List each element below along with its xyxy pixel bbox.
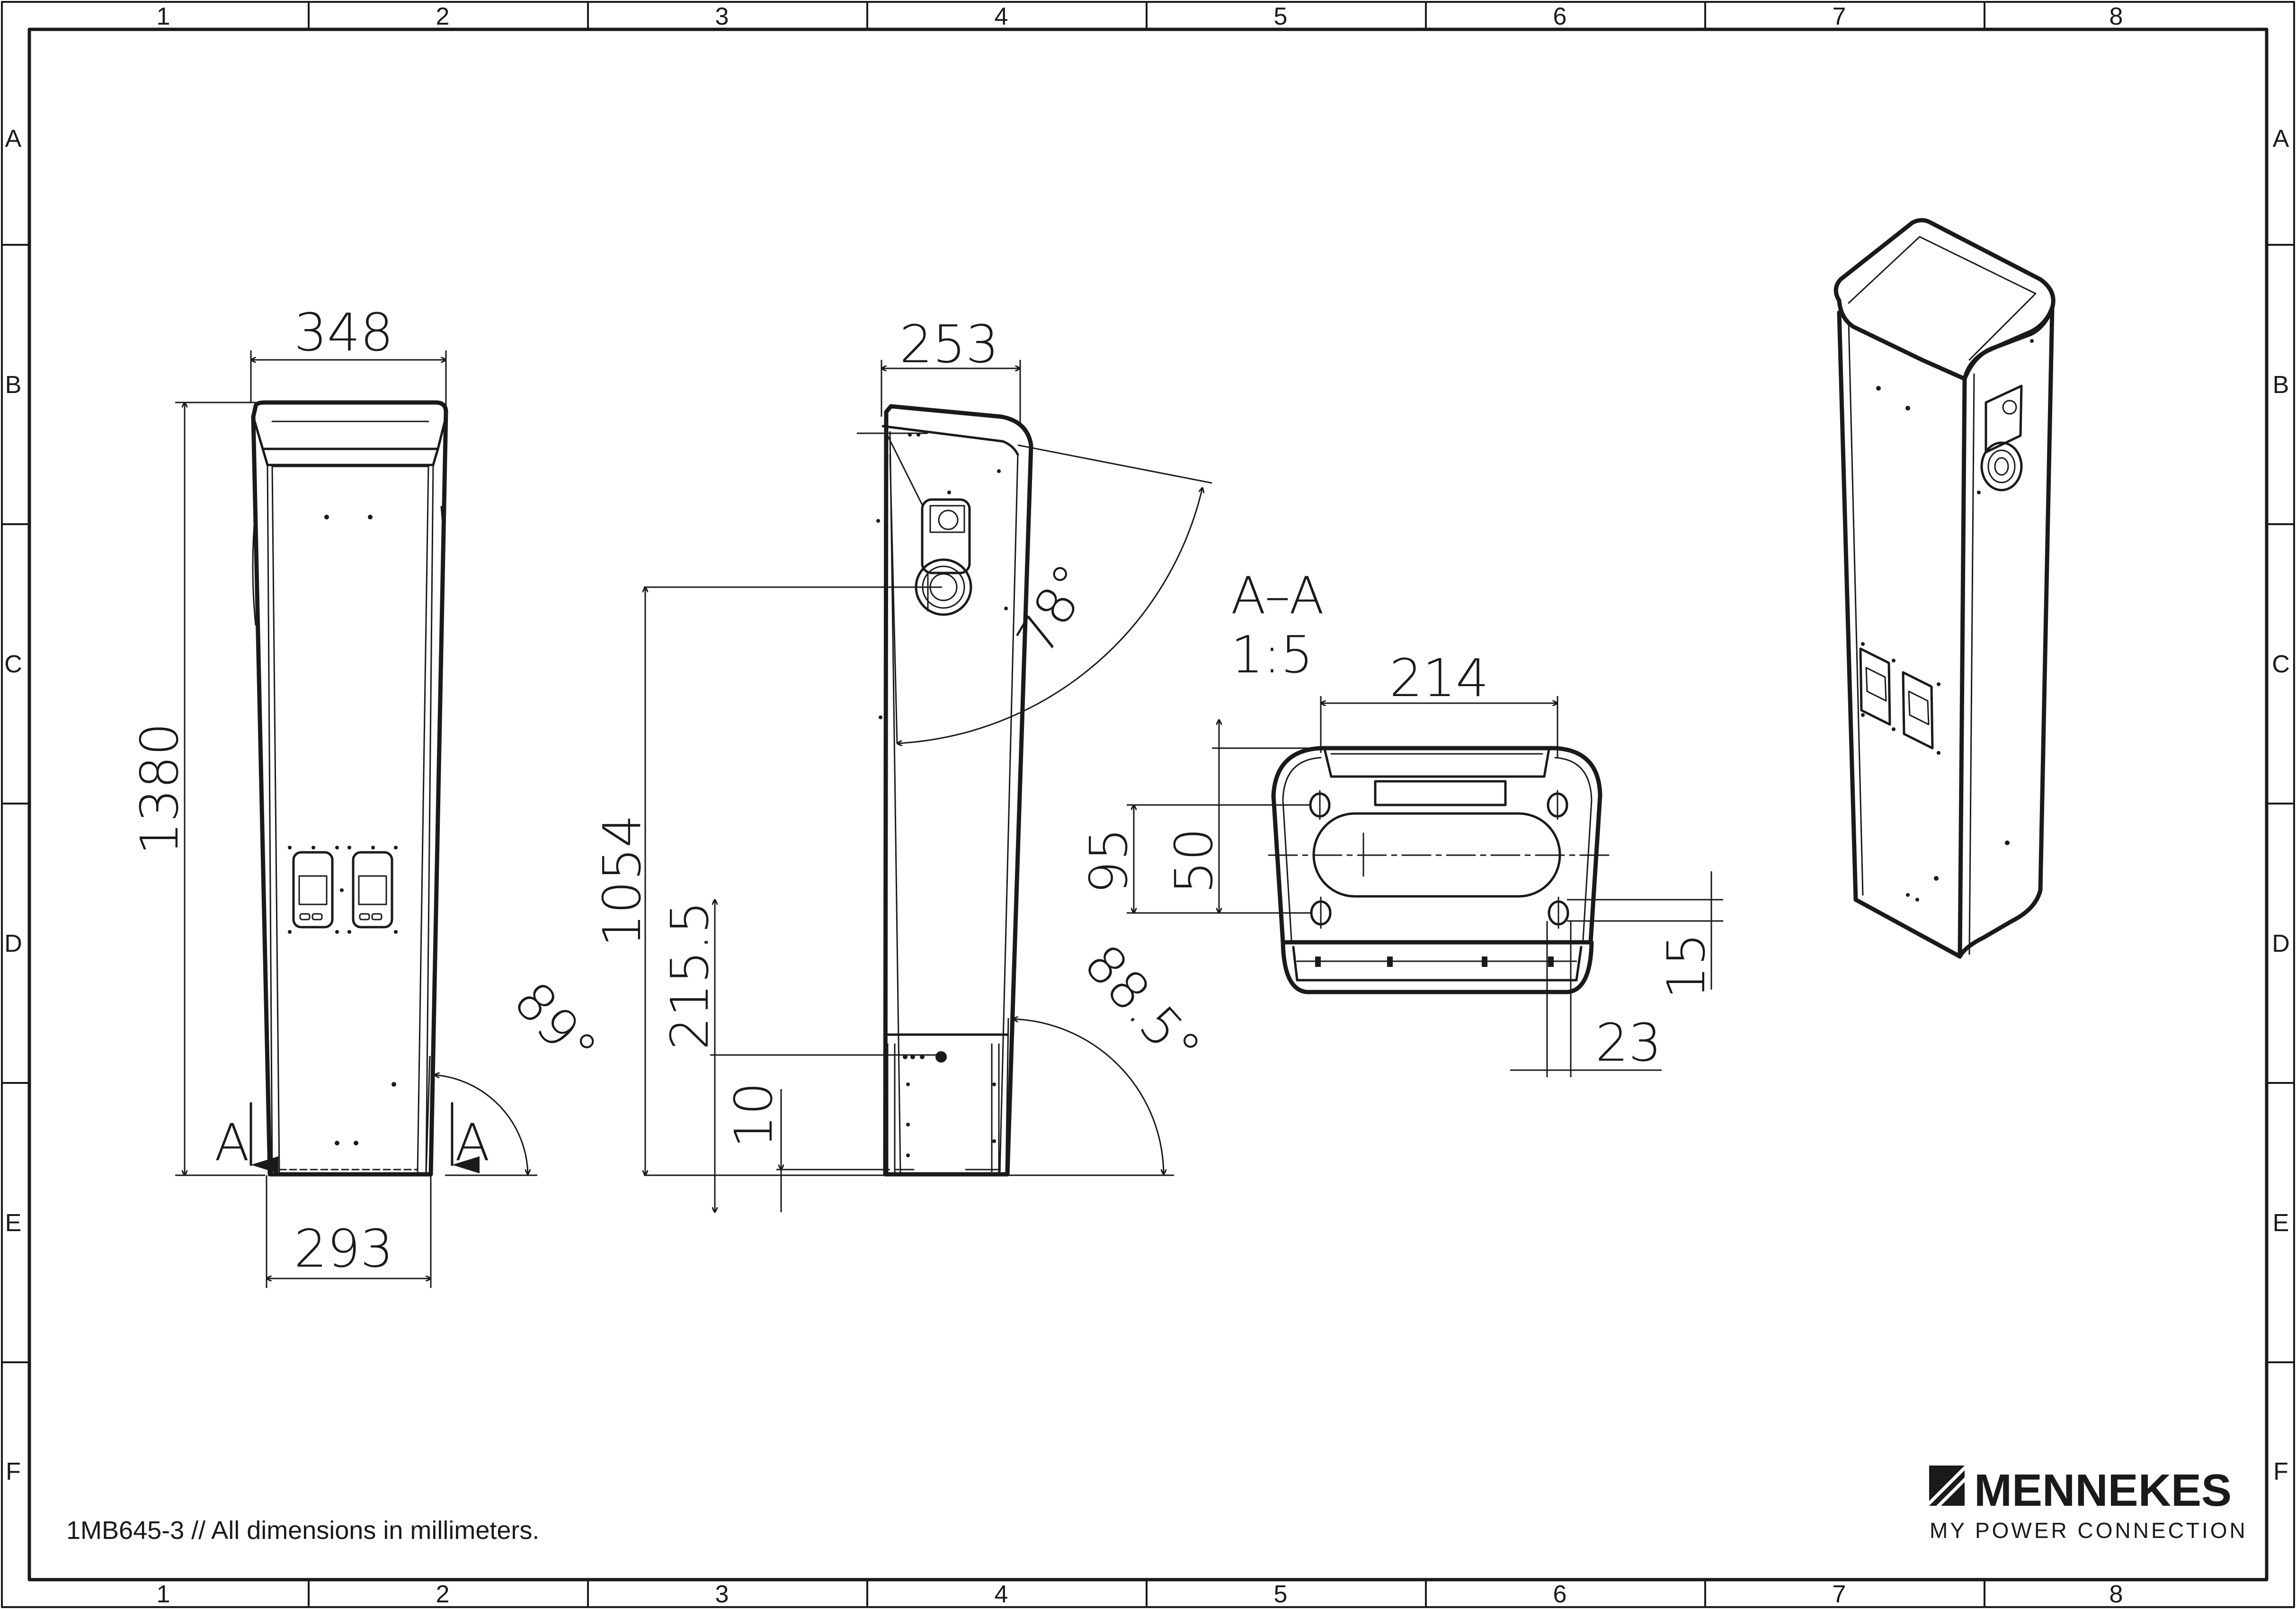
- isometric-view: [1833, 218, 2056, 959]
- zone-row-f-left: F: [6, 1458, 21, 1485]
- iso-socket: [1980, 384, 2023, 492]
- front-socket-left: [292, 851, 334, 929]
- zone-col-2-top: 2: [436, 3, 450, 30]
- zone-col-5-top: 5: [1274, 3, 1288, 30]
- side-view: 253 1054 215.5 10 78° 88.5°: [592, 314, 1212, 1212]
- dim-angle-top: 78°: [1005, 554, 1104, 664]
- zone-col-7-top: 7: [1833, 3, 1846, 30]
- dim-socket-height: 1054: [592, 814, 652, 947]
- zone-row-e-left: E: [5, 1209, 22, 1237]
- dim-section-width: 214: [1389, 648, 1489, 708]
- zone-col-2-bottom: 2: [436, 1581, 450, 1608]
- zone-col-4-bottom: 4: [995, 1581, 1008, 1608]
- dim-depth-top: 253: [899, 314, 999, 375]
- zone-col-6-bottom: 6: [1553, 1581, 1567, 1608]
- zone-col-1-bottom: 1: [157, 1581, 170, 1608]
- iso-socket-left-2: [1902, 671, 1934, 750]
- dim-plinth: 10: [723, 1082, 784, 1148]
- mennekes-logo: MENNEKES: [1929, 1465, 2232, 1516]
- dim-angle-front: 89°: [502, 970, 609, 1080]
- zone-col-5-bottom: 5: [1274, 1581, 1288, 1608]
- zone-col-7-bottom: 7: [1833, 1581, 1846, 1608]
- dimension-note: 1MB645-3 // All dimensions in millimeter…: [66, 1516, 539, 1545]
- zone-col-3-bottom: 3: [715, 1581, 729, 1608]
- zone-col-8-top: 8: [2109, 3, 2123, 30]
- zone-row-b-right: B: [2273, 371, 2289, 399]
- front-view: 348 1380 293 89° A A: [129, 302, 609, 1288]
- brand-tagline: MY POWER CONNECTION: [1930, 1518, 2248, 1543]
- section-a-a: A–A 1:5 214: [1078, 566, 1723, 1077]
- zone-row-a-left: A: [5, 125, 22, 152]
- dim-section-lip: 15: [1656, 933, 1717, 999]
- zone-row-c-right: C: [2272, 651, 2290, 678]
- zone-row-e-right: E: [2273, 1209, 2289, 1237]
- section-title: A–A: [1231, 566, 1324, 626]
- dim-width-top: 348: [294, 302, 393, 363]
- section-marker-left: A: [214, 1113, 249, 1172]
- brand-name: MENNEKES: [1974, 1465, 2232, 1516]
- dim-section-offset: 23: [1595, 1012, 1662, 1073]
- zone-row-b-left: B: [5, 371, 22, 399]
- zone-col-1-top: 1: [157, 3, 170, 30]
- dim-section-outer: 95: [1078, 828, 1139, 894]
- side-socket: [915, 498, 972, 616]
- dim-height: 1380: [129, 723, 190, 855]
- section-scale: 1:5: [1231, 626, 1313, 685]
- footer: 1MB645-3 // All dimensions in millimeter…: [66, 1465, 2248, 1545]
- front-socket-right: [352, 851, 393, 929]
- dim-angle-base: 88.5°: [1072, 933, 1212, 1079]
- zone-col-3-top: 3: [715, 3, 729, 30]
- zone-row-f-right: F: [2273, 1458, 2288, 1485]
- zone-row-c-left: C: [4, 651, 22, 678]
- iso-socket-left-1: [1859, 647, 1891, 726]
- section-marker-right: A: [455, 1113, 490, 1172]
- zone-col-4-top: 4: [995, 3, 1008, 30]
- zone-col-8-bottom: 8: [2109, 1581, 2123, 1608]
- zone-row-d-left: D: [4, 930, 22, 957]
- dim-section-inner: 50: [1164, 828, 1224, 894]
- zone-col-6-top: 6: [1553, 3, 1567, 30]
- dim-width-bottom: 293: [294, 1218, 393, 1279]
- zone-row-a-right: A: [2273, 125, 2289, 152]
- dim-base-height: 215.5: [659, 901, 720, 1050]
- logo-mark-icon: [1929, 1466, 1965, 1506]
- zone-row-d-right: D: [2272, 930, 2290, 957]
